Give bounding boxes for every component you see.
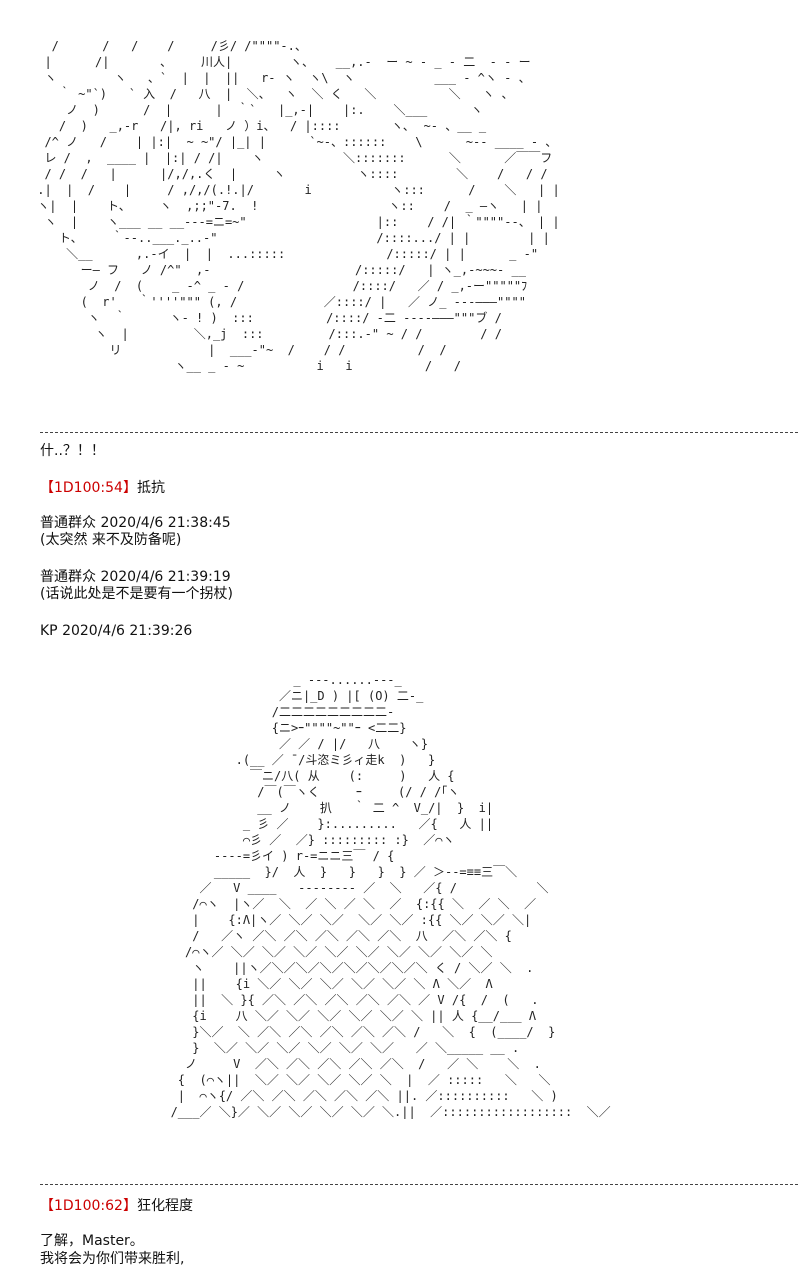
dice-tag: 【1D100:62】 — [40, 1198, 137, 1214]
dice-roll-line: 【1D100:54】抵抗 — [40, 479, 165, 497]
comment-time: 2020/4/6 21:39:19 — [100, 569, 231, 585]
reply-line: 了解，Master。 — [40, 1233, 144, 1249]
ascii-art-bottom: _ ---......---_ ／ニ|_D ) |[ (O) 二-_ /二二二二… — [170, 673, 611, 1119]
kp-post-header: KP 2020/4/6 21:39:26 — [40, 623, 193, 639]
comment-time: 2020/4/6 21:38:45 — [100, 515, 231, 531]
dice-roll-line: 【1D100:62】狂化程度 — [40, 1197, 193, 1215]
dice-tag: 【1D100:54】 — [40, 480, 137, 496]
reply-line: 我将会为你们带来胜利, — [40, 1251, 185, 1267]
comment-user: 普通群众 — [40, 515, 96, 531]
comment-text: (太突然 来不及防备呢) — [40, 532, 182, 548]
dice-label: 抵抗 — [136, 480, 165, 496]
ascii-art-top: / / / / /彡/ /""""-.、 | /| 、 川人| ヽ、 __,.-… — [37, 39, 560, 373]
post-divider — [40, 1184, 798, 1185]
comment-text: (话说此处是不是要有一个拐杖) — [40, 586, 233, 602]
comment-user: 普通群众 — [40, 569, 96, 585]
post-divider — [40, 432, 798, 433]
exclaim-line: 什..？！！ — [40, 443, 105, 459]
dice-label: 狂化程度 — [136, 1198, 193, 1214]
comment-header: 普通群众 2020/4/6 21:38:45 — [40, 514, 231, 532]
comment-header: 普通群众 2020/4/6 21:39:19 — [40, 568, 231, 586]
